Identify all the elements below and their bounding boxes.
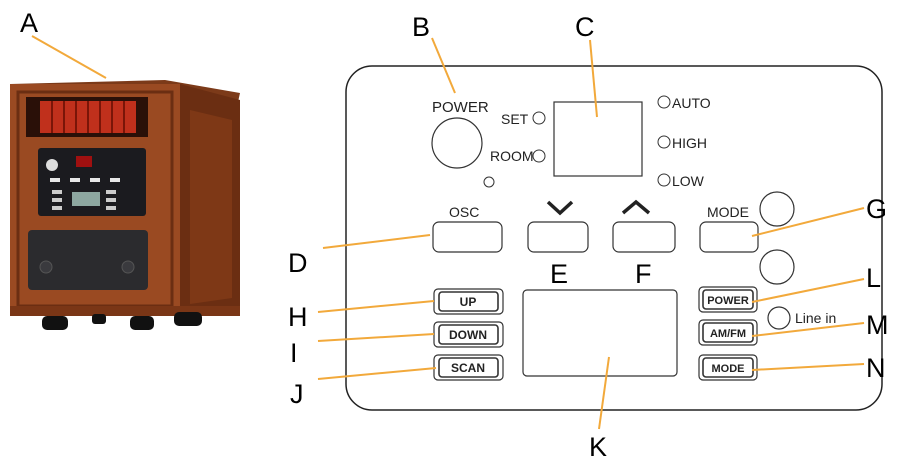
heater-grille-bars xyxy=(51,101,125,133)
temperature-display xyxy=(553,101,643,177)
callout-e: E xyxy=(550,259,568,289)
leader-line-j xyxy=(317,367,437,380)
heater-wheel xyxy=(42,316,68,330)
heater-power-knob xyxy=(46,159,58,171)
chevron-up-icon xyxy=(621,199,651,215)
indicator-light xyxy=(483,176,495,188)
temperature-up-button[interactable] xyxy=(612,221,676,253)
heater-mini-button xyxy=(52,198,62,202)
heater-base xyxy=(10,306,240,316)
set-indicator xyxy=(532,111,546,125)
callout-d: D xyxy=(288,248,308,278)
heater-red-display xyxy=(76,156,92,167)
high-indicator xyxy=(657,135,671,149)
down-button-label: DOWN xyxy=(449,328,487,342)
heater-mini-button xyxy=(52,206,62,210)
leader-line-n xyxy=(751,363,865,371)
heater-illustration xyxy=(10,80,240,330)
line-in-label: Line in xyxy=(795,310,836,326)
radio-mode-button-label: MODE xyxy=(712,363,745,375)
auto-indicator xyxy=(657,95,671,109)
leader-lines xyxy=(317,37,865,430)
heater-mini-button xyxy=(50,178,60,182)
radio-power-button-label: POWER xyxy=(707,295,749,307)
radio-mode-button[interactable]: MODE xyxy=(698,354,758,381)
heater-mini-button xyxy=(52,190,62,194)
callout-k: K xyxy=(589,432,607,461)
leader-line-c xyxy=(589,39,598,118)
control-panel-outline xyxy=(345,65,883,411)
callout-b: B xyxy=(412,12,430,42)
callout-j: J xyxy=(290,379,304,409)
heater-mini-button xyxy=(70,178,80,182)
round-button-lower[interactable] xyxy=(759,249,795,285)
leader-line-l xyxy=(751,278,865,303)
callout-a: A xyxy=(20,8,38,38)
high-label: HIGH xyxy=(672,135,707,151)
scan-button-label: SCAN xyxy=(451,361,485,375)
leader-line-b xyxy=(431,37,456,94)
callout-l: L xyxy=(866,263,881,293)
heater-mini-button xyxy=(90,178,100,182)
mode-label: MODE xyxy=(707,204,749,220)
heater-mini-button xyxy=(110,178,120,182)
heater-speaker-left xyxy=(39,260,53,274)
temperature-down-button[interactable] xyxy=(527,221,589,253)
am-fm-button[interactable]: AM/FM xyxy=(698,319,758,346)
heater-mini-button xyxy=(106,198,116,202)
heater-wheel xyxy=(174,312,202,326)
heater-lcd xyxy=(72,192,100,206)
leader-line-i xyxy=(317,333,435,342)
callout-h: H xyxy=(288,302,308,332)
up-button[interactable]: UP xyxy=(433,288,504,315)
radio-power-button[interactable]: POWER xyxy=(698,286,758,313)
mode-button[interactable] xyxy=(699,221,759,253)
heater-mini-button xyxy=(106,190,116,194)
heater-wheel xyxy=(130,316,154,330)
leader-line-k xyxy=(598,356,610,430)
round-button-upper[interactable] xyxy=(759,191,795,227)
power-button[interactable] xyxy=(431,117,483,169)
osc-label: OSC xyxy=(449,204,479,220)
radio-display xyxy=(522,289,678,377)
up-button-label: UP xyxy=(460,295,477,309)
heater-side-panel xyxy=(190,110,232,304)
heater-speaker-grille xyxy=(28,230,148,290)
down-button[interactable]: DOWN xyxy=(433,321,504,348)
auto-label: AUTO xyxy=(672,95,711,111)
leader-line-a xyxy=(31,35,107,79)
set-label: SET xyxy=(501,111,529,127)
heater-speaker-right xyxy=(121,260,135,274)
heater-mini-button xyxy=(106,206,116,210)
room-label: ROOM xyxy=(490,148,534,164)
scan-button[interactable]: SCAN xyxy=(433,354,504,381)
chevron-down-icon xyxy=(546,200,574,216)
leader-line-d xyxy=(322,234,431,249)
leader-line-m xyxy=(751,322,865,337)
callout-g: G xyxy=(866,194,887,224)
line-in-jack[interactable] xyxy=(767,306,791,330)
low-label: LOW xyxy=(672,173,705,189)
callout-i: I xyxy=(290,338,298,368)
callout-c: C xyxy=(575,12,595,42)
callout-m: M xyxy=(866,310,889,340)
room-indicator xyxy=(532,149,546,163)
callout-n: N xyxy=(866,353,886,383)
osc-button[interactable] xyxy=(432,221,503,253)
am-fm-button-label: AM/FM xyxy=(710,328,746,340)
low-indicator xyxy=(657,173,671,187)
callout-f: F xyxy=(635,259,652,289)
heater-wheel xyxy=(92,314,106,324)
leader-line-h xyxy=(317,300,435,313)
leader-line-g xyxy=(751,207,865,237)
power-label: POWER xyxy=(432,99,489,116)
